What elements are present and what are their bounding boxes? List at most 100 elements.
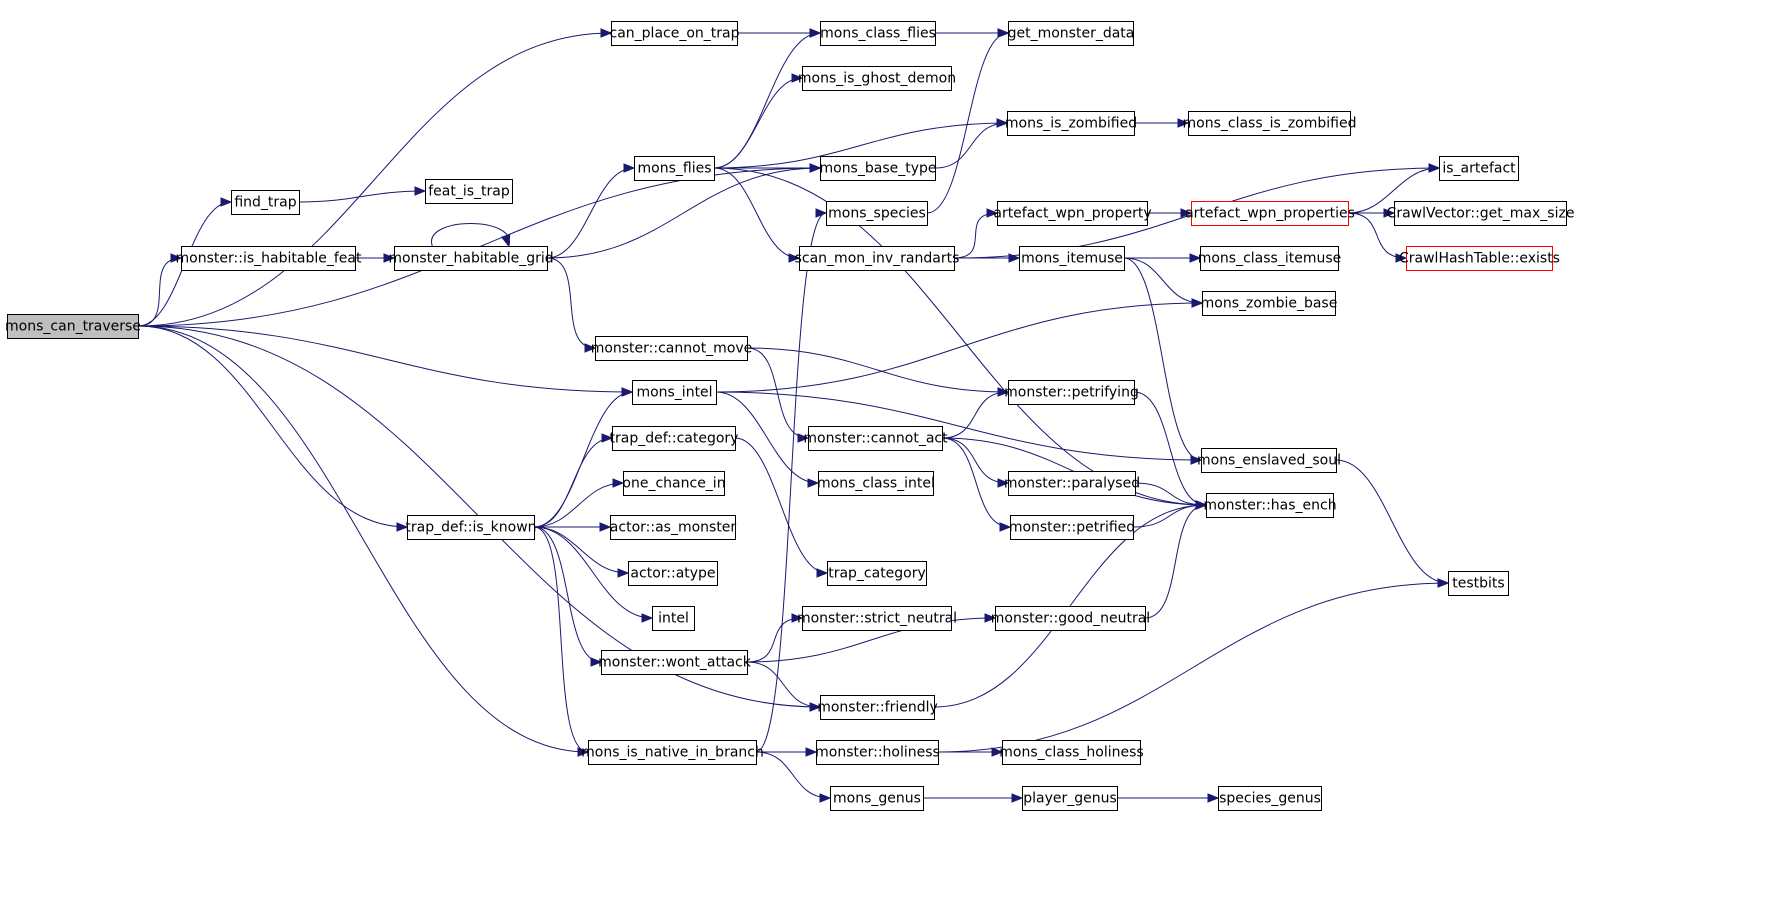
edge-player_genus-to-species_genus: [1116, 793, 1220, 803]
node-label: intel: [658, 611, 689, 627]
node-monster_habitable_grid[interactable]: monster_habitable_grid: [388, 246, 554, 271]
node-label: scan_mon_inv_randarts: [795, 251, 960, 267]
edge-is_known-to-mons_intel: [533, 387, 634, 528]
node-label: can_place_on_trap: [610, 26, 740, 42]
node-label: testbits: [1452, 576, 1504, 592]
node-label: monster::good_neutral: [991, 611, 1150, 627]
node-label: player_genus: [1023, 791, 1117, 807]
node-label: mons_flies: [638, 161, 712, 177]
edge-mons_is_zombified-to-mons_class_is_zombified: [1134, 118, 1190, 128]
node-friendly[interactable]: monster::friendly: [817, 695, 938, 720]
node-label: trap_category: [828, 566, 926, 582]
node-label: monster::wont_attack: [598, 655, 752, 671]
edge-mons_can_traverse-to-can_place_on_trap: [137, 28, 613, 327]
node-crawlhashtable_exists[interactable]: CrawlHashTable::exists: [1399, 246, 1560, 271]
edge-wont_attack-to-strict_neutral: [746, 613, 804, 663]
node-label: mons_intel: [636, 385, 712, 401]
node-can_place_on_trap[interactable]: can_place_on_trap: [610, 21, 740, 46]
node-mons_is_zombified[interactable]: mons_is_zombified: [1005, 111, 1137, 136]
edge-mons_intel-to-mons_zombie_base: [715, 298, 1204, 393]
edge-mons_can_traverse-to-mons_intel: [137, 325, 634, 397]
node-label: artefact_wpn_properties: [1185, 206, 1355, 222]
node-mons_enslaved_soul[interactable]: mons_enslaved_soul: [1197, 448, 1341, 473]
node-petrifying[interactable]: monster::petrifying: [1004, 380, 1139, 405]
node-mons_base_type[interactable]: mons_base_type: [819, 156, 937, 181]
node-label: CrawlHashTable::exists: [1399, 251, 1560, 267]
node-label: monster::holiness: [815, 745, 940, 761]
node-mons_class_is_zombified[interactable]: mons_class_is_zombified: [1183, 111, 1357, 136]
node-artefact_wpn_properties[interactable]: artefact_wpn_properties: [1185, 201, 1355, 226]
node-feat_is_trap[interactable]: feat_is_trap: [425, 179, 513, 204]
node-label: mons_enslaved_soul: [1197, 453, 1341, 469]
node-paralysed[interactable]: monster::paralysed: [1004, 471, 1140, 496]
node-label: mons_can_traverse: [5, 319, 141, 335]
node-label: trap_def::category: [610, 431, 739, 447]
node-mons_intel[interactable]: mons_intel: [632, 380, 717, 405]
node-label: actor::atype: [630, 566, 715, 582]
node-label: mons_class_itemuse: [1198, 251, 1342, 267]
node-mons_class_intel[interactable]: mons_class_intel: [817, 471, 935, 496]
node-one_chance_in[interactable]: one_chance_in: [622, 471, 726, 496]
node-strict_neutral[interactable]: monster::strict_neutral: [797, 606, 957, 631]
edge-cannot_move-to-cannot_act: [746, 347, 810, 443]
node-mons_itemuse[interactable]: mons_itemuse: [1019, 246, 1125, 271]
node-label: monster::paralysed: [1004, 476, 1140, 492]
node-has_ench[interactable]: monster::has_ench: [1203, 493, 1337, 518]
node-species_genus[interactable]: species_genus: [1218, 786, 1322, 811]
edge-mons_species-to-get_monster_data: [926, 28, 1010, 214]
node-mons_is_ghost_demon[interactable]: mons_is_ghost_demon: [798, 66, 956, 91]
node-label: mons_is_native_in_branch: [581, 745, 764, 761]
node-mons_class_itemuse[interactable]: mons_class_itemuse: [1198, 246, 1342, 271]
node-label: monster::strict_neutral: [797, 611, 957, 627]
node-trap_category[interactable]: trap_category: [827, 561, 927, 586]
node-as_monster[interactable]: actor::as_monster: [610, 515, 737, 540]
node-mons_flies[interactable]: mons_flies: [634, 156, 715, 181]
node-label: monster::petrified: [1009, 520, 1135, 536]
node-wont_attack[interactable]: monster::wont_attack: [598, 650, 752, 675]
node-find_trap[interactable]: find_trap: [231, 190, 300, 215]
edge-mons_intel-to-mons_class_intel: [715, 391, 820, 488]
node-mons_species[interactable]: mons_species: [826, 201, 928, 226]
node-label: mons_itemuse: [1021, 251, 1123, 267]
edge-petrifying-to-has_ench: [1133, 391, 1208, 510]
node-cannot_move[interactable]: monster::cannot_move: [591, 336, 753, 361]
node-intel[interactable]: intel: [652, 606, 695, 631]
node-label: mons_class_intel: [817, 476, 935, 492]
node-crawlvector_get_max_size[interactable]: CrawlVector::get_max_size: [1387, 201, 1575, 226]
node-mons_can_traverse[interactable]: mons_can_traverse: [5, 314, 141, 339]
node-scan_mon_inv_randarts[interactable]: scan_mon_inv_randarts: [795, 246, 960, 271]
node-get_monster_data[interactable]: get_monster_data: [1008, 21, 1135, 46]
node-label: mons_is_ghost_demon: [798, 71, 956, 87]
node-label: species_genus: [1219, 791, 1321, 807]
node-label: monster::cannot_move: [591, 341, 753, 357]
node-mons_zombie_base[interactable]: mons_zombie_base: [1201, 291, 1338, 316]
node-good_neutral[interactable]: monster::good_neutral: [991, 606, 1150, 631]
edge-is_known-to-intel: [533, 526, 654, 623]
node-testbits[interactable]: testbits: [1448, 571, 1509, 596]
node-mons_class_holiness[interactable]: mons_class_holiness: [999, 740, 1144, 765]
node-mons_class_flies[interactable]: mons_class_flies: [820, 21, 936, 46]
node-is_habitable_feat[interactable]: monster::is_habitable_feat: [176, 246, 362, 271]
edge-native_in_branch-to-mons_genus: [755, 751, 832, 803]
node-petrified[interactable]: monster::petrified: [1009, 515, 1135, 540]
node-artefact_wpn_property[interactable]: artefact_wpn_property: [993, 201, 1152, 226]
node-trap_category_m[interactable]: trap_def::category: [610, 426, 739, 451]
edge-cannot_act-to-petrified: [941, 437, 1012, 532]
edge-artefact_wpn_properties-to-is_artefact: [1347, 163, 1441, 214]
edge-mons_can_traverse-to-native_in_branch: [137, 325, 590, 757]
node-label: monster::has_ench: [1203, 498, 1336, 514]
node-is_artefact[interactable]: is_artefact: [1439, 156, 1519, 181]
node-is_known[interactable]: trap_def::is_known: [405, 515, 537, 540]
node-label: mons_base_type: [819, 161, 936, 177]
node-mons_genus[interactable]: mons_genus: [830, 786, 924, 811]
node-atype[interactable]: actor::atype: [628, 561, 718, 586]
edge-artefact_wpn_property-to-artefact_wpn_properties: [1147, 208, 1193, 218]
node-player_genus[interactable]: player_genus: [1022, 786, 1118, 811]
edge-trap_category_m-to-trap_category: [734, 437, 829, 578]
node-native_in_branch[interactable]: mons_is_native_in_branch: [581, 740, 764, 765]
node-label: mons_class_is_zombified: [1183, 116, 1357, 132]
edge-mons_intel-to-mons_enslaved_soul: [715, 391, 1203, 465]
node-cannot_act[interactable]: monster::cannot_act: [803, 426, 948, 451]
node-holiness[interactable]: monster::holiness: [815, 740, 940, 765]
edge-mons_can_traverse-to-is_known: [137, 325, 409, 532]
